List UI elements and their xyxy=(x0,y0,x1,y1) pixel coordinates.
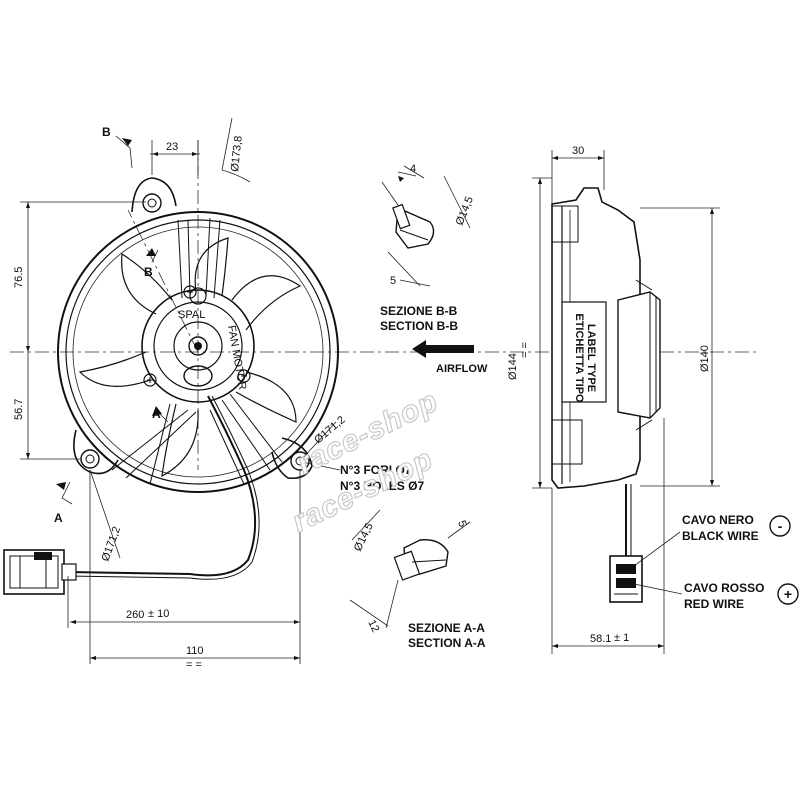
black-wire-label-it: CAVO NERO xyxy=(682,513,754,527)
holes-label-en: N°3 HOLES Ø7 xyxy=(340,479,424,493)
airflow-label: AIRFLOW xyxy=(436,363,488,375)
cable xyxy=(67,395,257,577)
red-wire-sign: + xyxy=(784,586,792,602)
dim-260: 260 xyxy=(126,609,144,621)
dim-110: 110 xyxy=(186,645,204,657)
section-a-title-en: SECTION A-A xyxy=(408,636,486,650)
section-b-title-it: SEZIONE B-B xyxy=(380,304,458,318)
dim-dia-140: Ø140 xyxy=(699,345,711,372)
hub-screw xyxy=(237,369,251,383)
watermark: race-shop race-shop xyxy=(286,384,444,540)
section-b-mark-top: B xyxy=(102,125,111,139)
dim-dia-144: Ø144 xyxy=(507,353,519,380)
side-view: ETICHETTA TIPO LABEL TYPE xyxy=(551,187,661,603)
red-wire-label-it: CAVO ROSSO xyxy=(684,581,764,595)
type-label-box xyxy=(561,301,607,403)
dim-dia-173-8: Ø173,8 xyxy=(229,135,245,172)
dim-110-symmetry: = = xyxy=(186,659,202,671)
plug-connector xyxy=(3,549,77,595)
black-wire-sign: - xyxy=(778,518,783,534)
dim-56-7: 56.7 xyxy=(13,399,25,420)
section-b-dim-5: 5 xyxy=(390,275,396,287)
section-b-b: 4 Ø14,5 5 SEZIONE B-B SECTION B-B xyxy=(380,163,476,333)
fan-blades xyxy=(78,237,302,478)
red-wire-label-en: RED WIRE xyxy=(684,597,744,611)
dim-30: 30 xyxy=(572,145,584,157)
airflow-indicator: AIRFLOW xyxy=(412,340,488,375)
section-a-dim-5: 5 xyxy=(455,519,468,529)
side-plug xyxy=(609,555,643,603)
hub-brand-label: SPAL xyxy=(178,309,205,321)
label-type-en: LABEL TYPE xyxy=(585,324,597,392)
mounting-ear-top xyxy=(131,177,177,213)
front-dimensions: 23 Ø173,8 76.5 56.7 Ø171,2 Ø171,2 260 ± … xyxy=(13,117,424,671)
section-b-dim-dia-14-5: Ø14,5 xyxy=(454,195,476,227)
side-dimensions: 30 Ø144 = = Ø140 58.1 ± 1 xyxy=(507,145,720,654)
support-spokes xyxy=(111,217,283,485)
dim-dia-144-symmetry: = = xyxy=(519,342,531,358)
dim-260-tolerance: ± 10 xyxy=(148,608,169,620)
wire-labels: CAVO NERO BLACK WIRE - CAVO ROSSO RED WI… xyxy=(633,513,799,611)
hub-text-label: FAN MOTOR xyxy=(225,324,248,390)
section-a-dim-12: 12 xyxy=(365,618,381,634)
label-type-it: ETICHETTA TIPO xyxy=(573,313,585,403)
holes-label-it: N°3 FORI Ø7 xyxy=(340,463,412,477)
black-wire-label-en: BLACK WIRE xyxy=(682,529,759,543)
section-a-dim-dia-14-5: Ø14,5 xyxy=(352,521,376,553)
section-a-a: Ø14,5 5 12 SEZIONE A-A SECTION A-A xyxy=(349,509,486,650)
front-view: SPAL FAN MOTOR xyxy=(3,177,339,595)
dim-23: 23 xyxy=(166,141,178,153)
section-b-dim-4: 4 xyxy=(410,163,416,175)
dim-76-5: 76.5 xyxy=(13,267,25,288)
dim-58-1: 58.1 xyxy=(590,633,611,645)
section-b-title-en: SECTION B-B xyxy=(380,319,458,333)
section-b-mark-inner: B xyxy=(144,265,153,279)
dim-58-1-tolerance: ± 1 xyxy=(614,632,629,644)
hub-screw xyxy=(183,285,197,299)
section-a-title-it: SEZIONE A-A xyxy=(408,621,485,635)
section-a-mark-outer: A xyxy=(54,511,63,525)
hub-screw xyxy=(143,373,157,387)
section-a-mark-inner: A xyxy=(152,407,161,421)
